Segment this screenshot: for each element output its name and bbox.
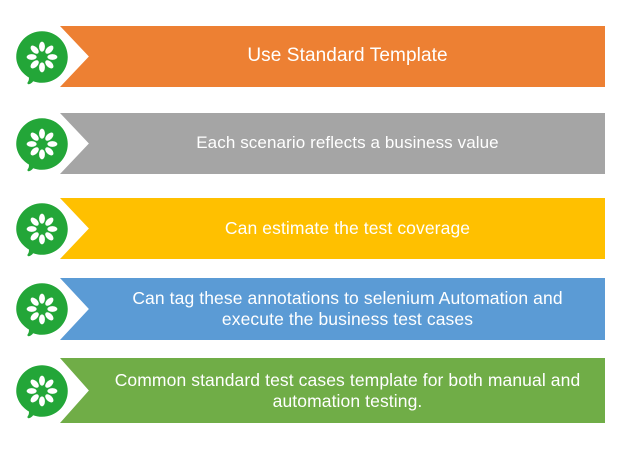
banner-label: Can estimate the test coverage bbox=[224, 218, 471, 239]
cucumber-logo-icon bbox=[14, 363, 70, 419]
banner-label: Can tag these annotations to selenium Au… bbox=[132, 288, 563, 329]
banner-use-standard-template[interactable]: Use Standard Template bbox=[60, 26, 605, 87]
cucumber-logo-icon bbox=[14, 116, 70, 172]
banner-common-standard-test-cases-template[interactable]: Common standard test cases template for … bbox=[60, 358, 605, 423]
banner-row-can-estimate-the-test-coverage: Can estimate the test coverage bbox=[0, 198, 628, 259]
banner-row-common-standard-test-cases-template: Common standard test cases template for … bbox=[0, 358, 628, 423]
banner-can-tag-these-annotations-to-selenium-automation[interactable]: Can tag these annotations to selenium Au… bbox=[60, 278, 605, 340]
banner-can-estimate-the-test-coverage[interactable]: Can estimate the test coverage bbox=[60, 198, 605, 259]
banner-row-each-scenario-reflects-a-business-value: Each scenario reflects a business value bbox=[0, 113, 628, 174]
cucumber-logo-icon bbox=[14, 29, 70, 85]
cucumber-logo-icon bbox=[14, 281, 70, 337]
banner-label: Each scenario reflects a business value bbox=[196, 133, 499, 153]
banner-label: Common standard test cases template for … bbox=[114, 369, 581, 411]
banner-row-use-standard-template: Use Standard Template bbox=[0, 26, 628, 87]
banner-each-scenario-reflects-a-business-value[interactable]: Each scenario reflects a business value bbox=[60, 113, 605, 174]
cucumber-logo-icon bbox=[14, 201, 70, 257]
banner-label: Use Standard Template bbox=[247, 45, 448, 67]
banner-row-can-tag-these-annotations-to-selenium-automation: Can tag these annotations to selenium Au… bbox=[0, 278, 628, 340]
